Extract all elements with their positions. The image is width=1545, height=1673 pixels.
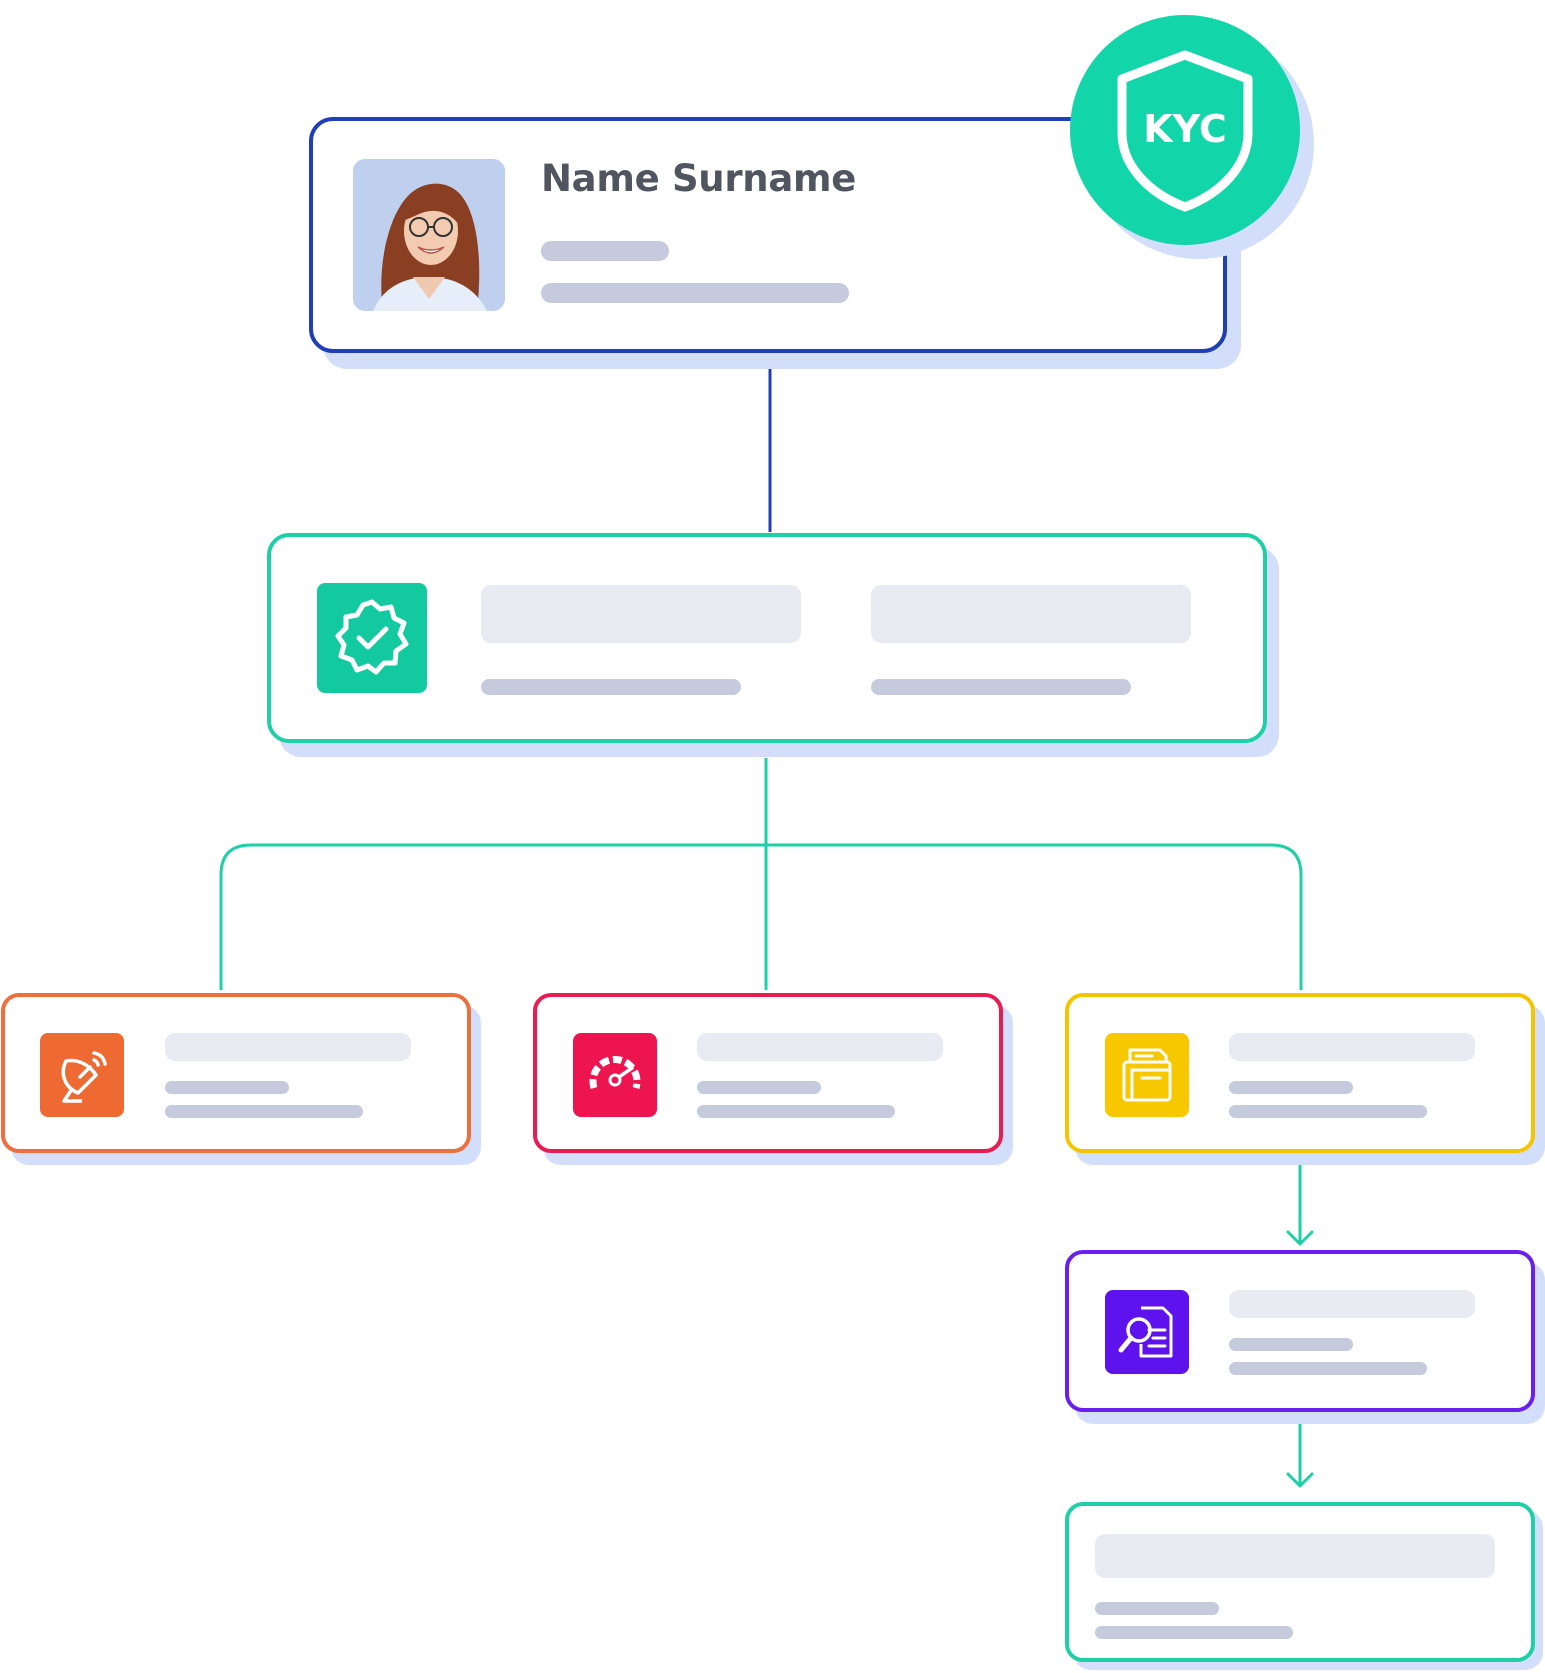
verified-badge-icon — [335, 599, 409, 675]
review-card — [1065, 1250, 1535, 1412]
speedometer-icon — [589, 1055, 641, 1090]
review-icon-box — [1105, 1290, 1189, 1374]
placeholder-line — [1229, 1338, 1353, 1351]
verification-icon-box — [317, 583, 427, 693]
check-card-satellite — [1, 993, 471, 1153]
documents-icon — [1122, 1048, 1172, 1102]
placeholder-line — [1095, 1602, 1219, 1615]
profile-name: Name Surname — [541, 157, 857, 200]
speed-icon-box — [573, 1033, 657, 1117]
document-search-icon — [1118, 1306, 1173, 1358]
kyc-badge: KYC — [1070, 15, 1300, 245]
placeholder-line — [541, 283, 849, 303]
connector-branch-left — [219, 843, 766, 990]
placeholder-line — [165, 1105, 363, 1118]
check-card-speed — [533, 993, 1003, 1153]
verification-card — [267, 533, 1267, 743]
placeholder-block — [1095, 1534, 1495, 1578]
placeholder-line — [697, 1105, 895, 1118]
kyc-label: KYC — [1143, 107, 1227, 151]
placeholder-block — [697, 1033, 943, 1061]
documents-icon-box — [1105, 1033, 1189, 1117]
placeholder-line — [1229, 1081, 1353, 1094]
satellite-dish-icon — [61, 1051, 107, 1103]
placeholder-block — [165, 1033, 411, 1061]
avatar — [353, 159, 505, 311]
placeholder-line — [1229, 1105, 1427, 1118]
connector-branch-right — [766, 843, 1303, 990]
placeholder-line — [481, 679, 741, 695]
placeholder-block — [871, 585, 1191, 643]
placeholder-line — [697, 1081, 821, 1094]
placeholder-block — [1229, 1290, 1475, 1318]
placeholder-line — [1229, 1362, 1427, 1375]
placeholder-line — [165, 1081, 289, 1094]
placeholder-line — [541, 241, 669, 261]
person-photo-icon — [373, 183, 487, 311]
placeholder-line — [1095, 1626, 1293, 1639]
shield-icon — [1117, 50, 1253, 212]
check-card-documents — [1065, 993, 1535, 1153]
satellite-icon-box — [40, 1033, 124, 1117]
placeholder-line — [871, 679, 1131, 695]
result-card — [1065, 1502, 1535, 1662]
placeholder-block — [1229, 1033, 1475, 1061]
placeholder-block — [481, 585, 801, 643]
arrow-head-icon — [1286, 1472, 1314, 1488]
arrow-head-icon — [1286, 1230, 1314, 1246]
